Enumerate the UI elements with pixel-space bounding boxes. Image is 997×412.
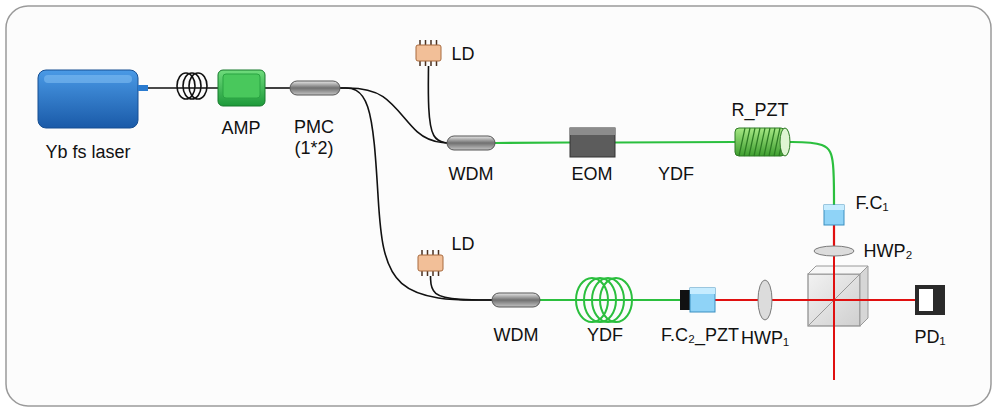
laser-beam	[715, 299, 758, 301]
component-outline	[570, 128, 615, 157]
component-label: F.C₂_PZT	[661, 325, 739, 346]
frame	[6, 6, 991, 406]
component-outline	[735, 128, 785, 156]
ydf-fiber	[615, 141, 735, 144]
fiber-coupler: PMC (1*2)	[290, 81, 340, 95]
fc2-shape	[680, 288, 715, 312]
laser-diode: LD	[418, 250, 443, 276]
fiber-collimator-pzt: F.C₂_PZT	[680, 288, 715, 312]
component-label: PD₁	[914, 327, 945, 348]
ydf-fiber	[540, 299, 680, 301]
component-label: PMC (1*2)	[288, 117, 340, 158]
laser-source: Yb fs laser	[38, 70, 148, 128]
component-label: HWP₁	[741, 328, 789, 349]
laser-beam	[833, 256, 835, 380]
component-label: LD	[451, 234, 474, 255]
component-label: EOM	[571, 164, 612, 185]
component-label: AMP	[221, 118, 260, 139]
pzt-stretcher: R_PZT	[735, 128, 785, 156]
amp-shape	[218, 70, 265, 106]
fiber-label: YDF	[587, 325, 623, 346]
hwpH-shape	[814, 246, 854, 256]
photodetector: PD₁	[915, 285, 945, 315]
component-label: HWP₂	[864, 241, 913, 262]
ydf-fiber	[495, 141, 570, 144]
fiber	[148, 87, 218, 89]
laser-beam	[833, 225, 835, 246]
wdm-coupler: WDM	[447, 136, 495, 150]
fiber	[340, 88, 492, 300]
component-label: Yb fs laser	[45, 142, 130, 163]
pd-shape	[915, 285, 945, 315]
eom-shape	[570, 128, 615, 157]
component-outline	[416, 40, 441, 66]
component-label: LD	[451, 44, 474, 65]
component-outline	[290, 81, 340, 95]
fiber-label: YDF	[658, 164, 694, 185]
ld-shape	[418, 250, 443, 276]
fiber	[340, 88, 447, 143]
component-outline	[824, 205, 844, 225]
fiber-collimator: F.C₁	[824, 205, 844, 225]
component-outline	[218, 70, 265, 106]
component-outline	[38, 70, 148, 128]
component-label: WDM	[494, 325, 539, 346]
component-outline	[915, 285, 945, 315]
component-label: R_PZT	[731, 100, 788, 121]
ld-shape	[416, 40, 441, 66]
laser-shape	[38, 70, 148, 128]
coupler-shape	[290, 81, 340, 95]
fiber	[431, 276, 493, 300]
component-label: WDM	[449, 164, 494, 185]
fc-shape	[824, 205, 844, 225]
half-wave-plate: HWP₂	[814, 246, 854, 256]
coupler-shape	[447, 136, 495, 150]
component-outline	[758, 280, 772, 320]
component-outline	[814, 246, 854, 256]
fiber-coil	[177, 73, 207, 99]
laser-diode: LD	[416, 40, 441, 66]
pzt-shape	[735, 128, 790, 156]
ydf-fiber	[785, 142, 834, 205]
hwpV-shape	[758, 280, 772, 320]
amplifier-box: AMP	[218, 70, 265, 106]
laser-beam	[772, 299, 915, 301]
component-outline	[447, 136, 495, 150]
fiber	[428, 66, 447, 143]
eom-box: EOM	[570, 128, 615, 157]
component-outline	[492, 293, 540, 307]
half-wave-plate: HWP₁	[758, 280, 772, 320]
component-label: F.C₁	[855, 193, 888, 214]
coupler-shape	[492, 293, 540, 307]
component-outline	[680, 288, 715, 312]
beam-splitter-cube	[808, 266, 868, 326]
component-outline	[418, 250, 443, 276]
fiber	[265, 87, 290, 89]
wdm-coupler: WDM	[492, 293, 540, 307]
